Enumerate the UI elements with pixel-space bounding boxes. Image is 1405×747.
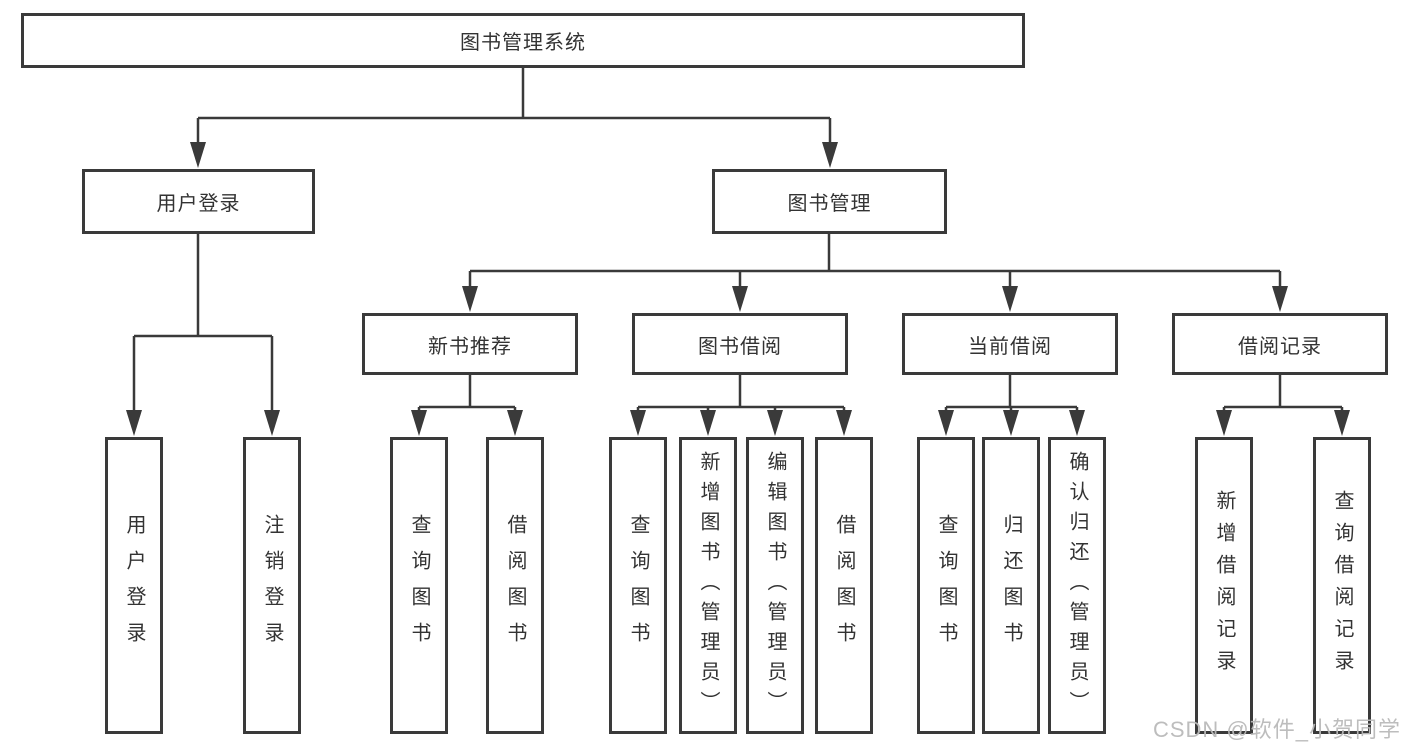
- leaf-query-book-recommend: 查询图书: [390, 437, 448, 734]
- leaf-add-book-admin: 新增图书（管理员）: [679, 437, 737, 734]
- leaf-borrow-book: 借阅图书: [815, 437, 873, 734]
- node-new-book-recommend: 新书推荐: [362, 313, 578, 375]
- leaf-logout: 注销登录: [243, 437, 301, 734]
- node-book-management: 图书管理: [712, 169, 947, 234]
- leaf-query-borrow-record: 查询借阅记录: [1313, 437, 1371, 734]
- csdn-watermark: CSDN @软件_小贺同学: [1152, 717, 1401, 742]
- leaf-query-book-current: 查询图书: [917, 437, 975, 734]
- leaf-confirm-return-admin: 确认归还（管理员）: [1048, 437, 1106, 734]
- node-user-login: 用户登录: [82, 169, 315, 234]
- leaf-query-book-borrow: 查询图书: [609, 437, 667, 734]
- leaf-edit-book-admin: 编辑图书（管理员）: [746, 437, 804, 734]
- leaf-borrow-book-recommend: 借阅图书: [486, 437, 544, 734]
- leaf-return-book: 归还图书: [982, 437, 1040, 734]
- node-root: 图书管理系统: [21, 13, 1025, 68]
- leaf-user-login: 用户登录: [105, 437, 163, 734]
- node-book-borrow: 图书借阅: [632, 313, 848, 375]
- leaf-add-borrow-record: 新增借阅记录: [1195, 437, 1253, 734]
- node-borrow-records: 借阅记录: [1172, 313, 1388, 375]
- node-current-borrow: 当前借阅: [902, 313, 1118, 375]
